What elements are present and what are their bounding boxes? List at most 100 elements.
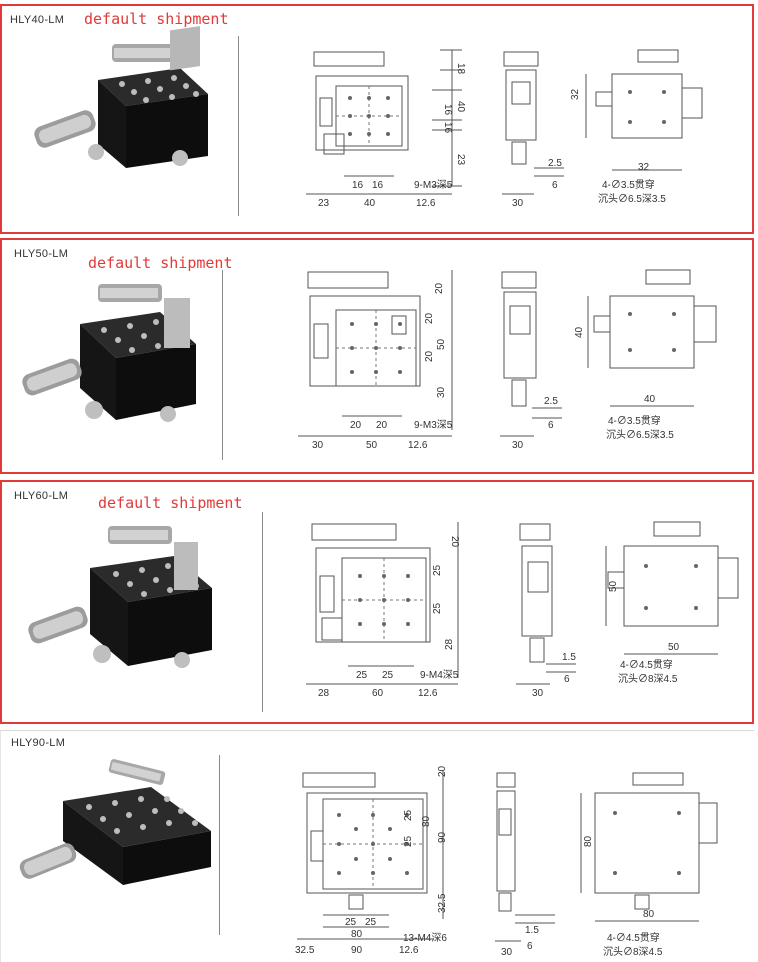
dim-text: 20 <box>424 350 435 362</box>
dim-text: 12.6 <box>408 440 428 451</box>
product-photo <box>34 26 208 168</box>
dim-text: 23 <box>318 198 330 209</box>
dim-text: 30 <box>501 947 513 958</box>
dim-text: 20 <box>350 420 362 431</box>
dim-text: 40 <box>455 101 466 113</box>
top-view-drawing: 18 16 40 16 23 16 16 40 23 12.6 9-M3深5 <box>306 49 466 209</box>
dim-text: 2.5 <box>548 158 562 169</box>
product-photo <box>22 284 196 422</box>
side-view-drawing: 1.5 6 30 <box>516 523 576 699</box>
callout-text: 4-∅3.5贯穿 <box>602 178 655 191</box>
dim-text: 25 <box>365 917 377 928</box>
dim-text: 30 <box>312 440 324 451</box>
dim-text: 32.5 <box>295 945 315 956</box>
front-view-drawing: 50 50 4-∅4.5贯穿 沉头∅8深4.5 <box>605 521 739 685</box>
dim-text: 32 <box>570 88 581 100</box>
product-photo <box>28 526 212 668</box>
dim-text: 80 <box>421 815 432 827</box>
dim-text: 6 <box>527 941 533 952</box>
dim-text: 16 <box>442 122 453 134</box>
side-view-drawing: 1.5 6 30 <box>495 772 555 958</box>
dim-text: 20 <box>437 765 448 777</box>
divider <box>262 512 263 712</box>
dim-text: 16 <box>442 104 453 116</box>
dim-text: 18 <box>455 63 466 75</box>
shipment-label: default shipment <box>88 254 233 272</box>
callout-text: 4-∅3.5贯穿 <box>608 414 661 427</box>
section-hly50: HLY50-LM default shipment <box>0 238 754 474</box>
dim-text: 30 <box>532 688 544 699</box>
dim-text: 25 <box>403 809 414 821</box>
top-view-drawing: 20 25 25 28 25 25 60 28 12.6 9-M4深5 <box>306 522 460 699</box>
front-view-drawing: 40 40 4-∅3.5贯穿 沉头∅6.5深3.5 <box>574 269 717 441</box>
dim-text: 16 <box>372 180 384 191</box>
dim-text: 25 <box>432 564 443 576</box>
dim-text: 25 <box>345 917 357 928</box>
dim-text: 32 <box>638 162 650 173</box>
dim-text: 50 <box>668 642 680 653</box>
dim-text: 80 <box>643 909 655 920</box>
dim-text: 30 <box>512 440 524 451</box>
dim-text: 12.6 <box>416 198 436 209</box>
callout-text: 沉头∅6.5深3.5 <box>606 428 674 441</box>
section-hly90: HLY90-LM <box>0 730 754 962</box>
callout-text: 4-∅4.5贯穿 <box>607 931 660 944</box>
dim-text: 32.5 <box>437 893 448 913</box>
dim-text: 30 <box>436 386 447 398</box>
divider <box>219 755 220 935</box>
side-view-drawing: 2.5 6 30 <box>502 51 564 209</box>
divider <box>238 36 239 216</box>
front-view-drawing: 80 80 4-∅4.5贯穿 沉头∅8深4.5 <box>580 772 718 958</box>
dim-text: 12.6 <box>399 945 419 956</box>
dim-text: 50 <box>366 440 378 451</box>
dim-text: 28 <box>444 638 455 650</box>
shipment-label: default shipment <box>98 494 243 512</box>
side-view-drawing: 2.5 6 30 <box>500 271 562 451</box>
callout-text: 沉头∅8深4.5 <box>603 945 663 958</box>
dim-text: 16 <box>352 180 364 191</box>
dim-text: 80 <box>351 929 363 940</box>
dim-text: 60 <box>372 688 384 699</box>
top-view-drawing: 20 90 25 80 25 32.5 25 25 80 90 32.5 12.… <box>295 765 448 956</box>
dim-text: 25 <box>432 602 443 614</box>
divider <box>222 270 223 460</box>
dim-text: 40 <box>644 394 656 405</box>
dim-text: 30 <box>512 198 524 209</box>
model-name: HLY90-LM <box>11 737 66 749</box>
dim-text: 6 <box>552 180 558 191</box>
dim-text: 20 <box>434 282 445 294</box>
dim-text: 50 <box>436 338 447 350</box>
dim-text: 40 <box>574 326 585 338</box>
dim-text: 23 <box>455 154 466 166</box>
dim-text: 25 <box>403 835 414 847</box>
callout-text: 9-M3深5 <box>414 419 453 431</box>
dim-text: 20 <box>449 536 460 548</box>
model-name: HLY50-LM <box>14 248 69 260</box>
dim-text: 20 <box>424 312 435 324</box>
callout-text: 沉头∅6.5深3.5 <box>598 192 666 205</box>
shipment-label: default shipment <box>84 10 229 28</box>
dim-text: 6 <box>564 674 570 685</box>
dim-text: 12.6 <box>418 688 438 699</box>
dim-text: 90 <box>351 945 363 956</box>
callout-text: 9-M3深5 <box>414 179 453 191</box>
dim-text: 40 <box>364 198 376 209</box>
callout-text: 13-M4深6 <box>403 932 447 944</box>
model-name: HLY40-LM <box>10 14 65 26</box>
dim-text: 2.5 <box>544 396 558 407</box>
dim-text: 50 <box>608 580 619 592</box>
dim-text: 28 <box>318 688 330 699</box>
dim-text: 6 <box>548 420 554 431</box>
model-name: HLY60-LM <box>14 490 69 502</box>
dim-text: 80 <box>583 835 594 847</box>
dim-text: 25 <box>356 670 368 681</box>
product-photo <box>19 759 211 885</box>
dim-text: 1.5 <box>525 925 539 936</box>
front-view-drawing: 32 32 4-∅3.5贯穿 沉头∅6.5深3.5 <box>570 49 703 205</box>
section-hly40: HLY40-LM default shipment <box>0 4 754 234</box>
dim-text: 1.5 <box>562 652 576 663</box>
section-hly60: HLY60-LM default shipment <box>0 480 754 724</box>
callout-text: 9-M4深5 <box>420 669 459 681</box>
dim-text: 90 <box>437 831 448 843</box>
top-view-drawing: 20 20 50 20 30 20 20 50 30 12.6 9-M3深5 <box>298 270 453 451</box>
